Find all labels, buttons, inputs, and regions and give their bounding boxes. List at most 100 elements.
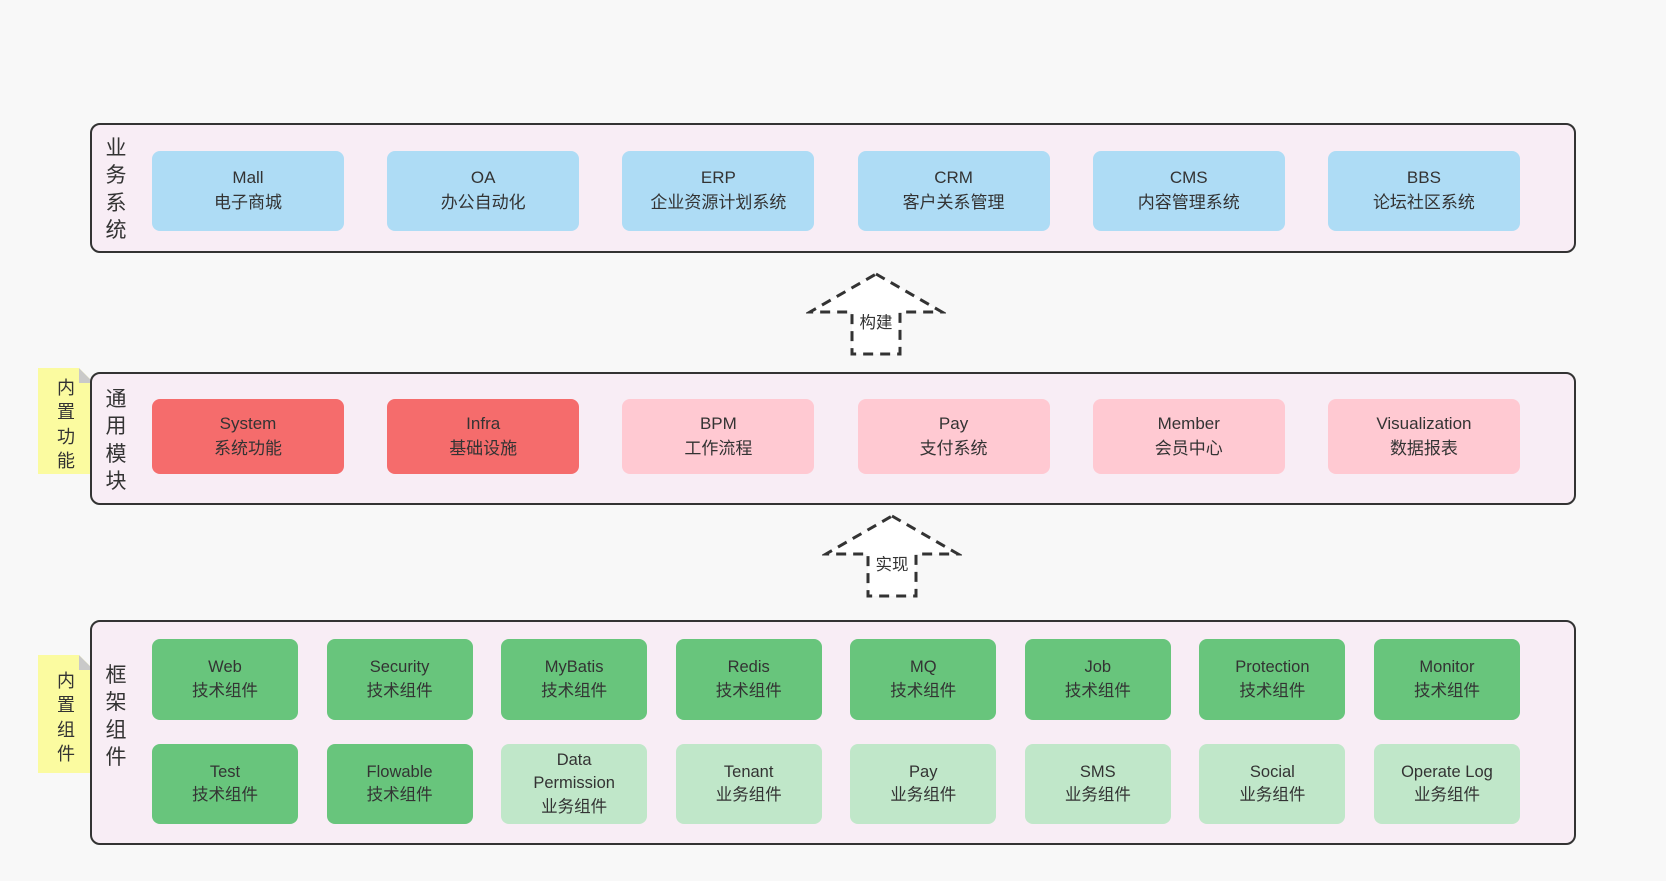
sticky-note-built-in-components: 内置组件 [38,655,94,773]
box-desc: 技术组件 [890,681,957,700]
box-desc: 业务组件 [1064,786,1131,804]
box-name: Protection [1235,658,1310,677]
box-name: OA [470,168,496,188]
band-label-business-systems: 业务系统 [105,137,127,242]
box-desc: 业务组件 [890,786,957,804]
box-name: Visualization [1376,413,1472,433]
box-name: SMS [1079,762,1116,781]
box-member: Member 会员中心 [1092,399,1285,474]
box-data-permission: Data Permission 业务组件 [501,744,648,824]
box-name: Redis [727,658,770,677]
box-desc: 技术组件 [366,681,433,700]
box-pay-system: Pay 支付系统 [857,399,1050,474]
box-visualization: Visualization 数据报表 [1327,399,1520,474]
box-name: Tenant [723,762,774,781]
box-desc: 技术组件 [366,786,433,804]
box-desc: 会员中心 [1154,438,1223,458]
box-security: Security 技术组件 [326,639,473,720]
box-name: Web [208,658,242,677]
sticky-note-built-in-features: 内置功能 [38,368,94,474]
common-modules-row: System 系统功能 Infra 基础设施 BPM 工作流程 Pay 支付系统… [152,399,1520,474]
box-name: Security [369,658,430,677]
box-desc: 企业资源计划系统 [650,193,787,212]
box-tenant: Tenant 业务组件 [675,744,822,824]
box-desc: 工作流程 [684,438,753,458]
box-name: CMS [1169,168,1208,188]
box-name: Data Permission [533,751,615,793]
box-desc: 技术组件 [715,681,782,700]
band-common-modules: 通用模块 System 系统功能 Infra 基础设施 BPM 工作流程 Pay… [90,372,1576,505]
box-test: Test 技术组件 [152,744,298,824]
box-desc: 业务组件 [541,797,608,816]
box-desc: 论坛社区系统 [1372,193,1475,212]
box-name: Monitor [1419,658,1475,677]
box-mq: MQ 技术组件 [850,639,997,720]
box-infra: Infra 基础设施 [387,399,580,474]
box-desc: 基础设施 [449,438,518,458]
box-web: Web 技术组件 [152,639,298,720]
box-sms: SMS 业务组件 [1024,744,1171,824]
box-name: Infra [466,413,501,433]
box-cms: CMS 内容管理系统 [1092,151,1285,231]
box-desc: 技术组件 [192,681,258,700]
box-social: Social 业务组件 [1199,744,1346,824]
box-mybatis: MyBatis 技术组件 [501,639,648,720]
box-desc: 业务组件 [715,786,782,804]
box-name: ERP [700,168,736,188]
box-name: BBS [1406,168,1441,188]
box-desc: 技术组件 [1064,681,1131,700]
box-desc: 技术组件 [1413,681,1480,700]
box-system: System 系统功能 [152,399,344,474]
arrow-implement-label: 实现 [873,551,911,575]
box-bpm: BPM 工作流程 [622,399,815,474]
box-desc: 技术组件 [192,786,258,804]
framework-components-row-1: Web 技术组件 Security 技术组件 MyBatis 技术组件 Redi… [152,639,1520,720]
box-name: CRM [934,168,973,188]
box-erp: ERP 企业资源计划系统 [622,151,815,231]
business-systems-row: Mall 电子商城 OA 办公自动化 ERP 企业资源计划系统 CRM 客户关系… [152,151,1520,231]
box-flowable: Flowable 技术组件 [326,744,473,824]
box-desc: 业务组件 [1239,786,1306,804]
box-name: Pay [938,413,969,433]
box-desc: 电子商城 [214,193,282,212]
band-business-systems: 业务系统 Mall 电子商城 OA 办公自动化 ERP 企业资源计划系统 CRM… [90,123,1576,253]
box-desc: 技术组件 [1239,681,1306,700]
box-name: Mall [232,168,264,188]
band-label-common-modules: 通用模块 [105,388,127,493]
box-name: Flowable [366,762,433,781]
box-mall: Mall 电子商城 [152,151,344,231]
framework-components-row-2: Test 技术组件 Flowable 技术组件 Data Permission … [152,744,1520,824]
box-desc: 办公自动化 [440,193,526,212]
box-crm: CRM 客户关系管理 [857,151,1050,231]
box-desc: 支付系统 [919,438,988,458]
box-desc: 业务组件 [1413,786,1480,804]
box-name: MQ [909,658,937,677]
box-name: System [219,413,277,433]
box-oa: OA 办公自动化 [387,151,580,231]
box-desc: 客户关系管理 [902,193,1005,212]
box-monitor: Monitor 技术组件 [1373,639,1520,720]
box-desc: 内容管理系统 [1137,193,1240,212]
box-bbs: BBS 论坛社区系统 [1327,151,1520,231]
box-name: Social [1249,762,1295,781]
box-name: MyBatis [544,658,604,677]
box-desc: 技术组件 [541,681,608,700]
band-label-framework-components: 框架组件 [105,664,127,769]
arrow-build: 构建 [806,272,946,356]
box-operate-log: Operate Log 业务组件 [1373,744,1520,824]
box-protection: Protection 技术组件 [1199,639,1346,720]
box-name: Test [209,762,241,781]
arrow-implement: 实现 [822,514,962,598]
box-name: BPM [699,413,737,433]
arrow-build-label: 构建 [857,309,895,333]
box-name: Job [1084,658,1112,677]
box-pay-component: Pay 业务组件 [850,744,997,824]
sticky-note-text: 内置组件 [57,671,75,764]
box-desc: 数据报表 [1389,438,1458,458]
band-framework-components: 框架组件 Web 技术组件 Security 技术组件 MyBatis 技术组件… [90,620,1576,845]
box-name: Member [1157,413,1220,433]
box-redis: Redis 技术组件 [675,639,822,720]
box-desc: 系统功能 [214,438,282,458]
box-name: Pay [909,762,938,781]
